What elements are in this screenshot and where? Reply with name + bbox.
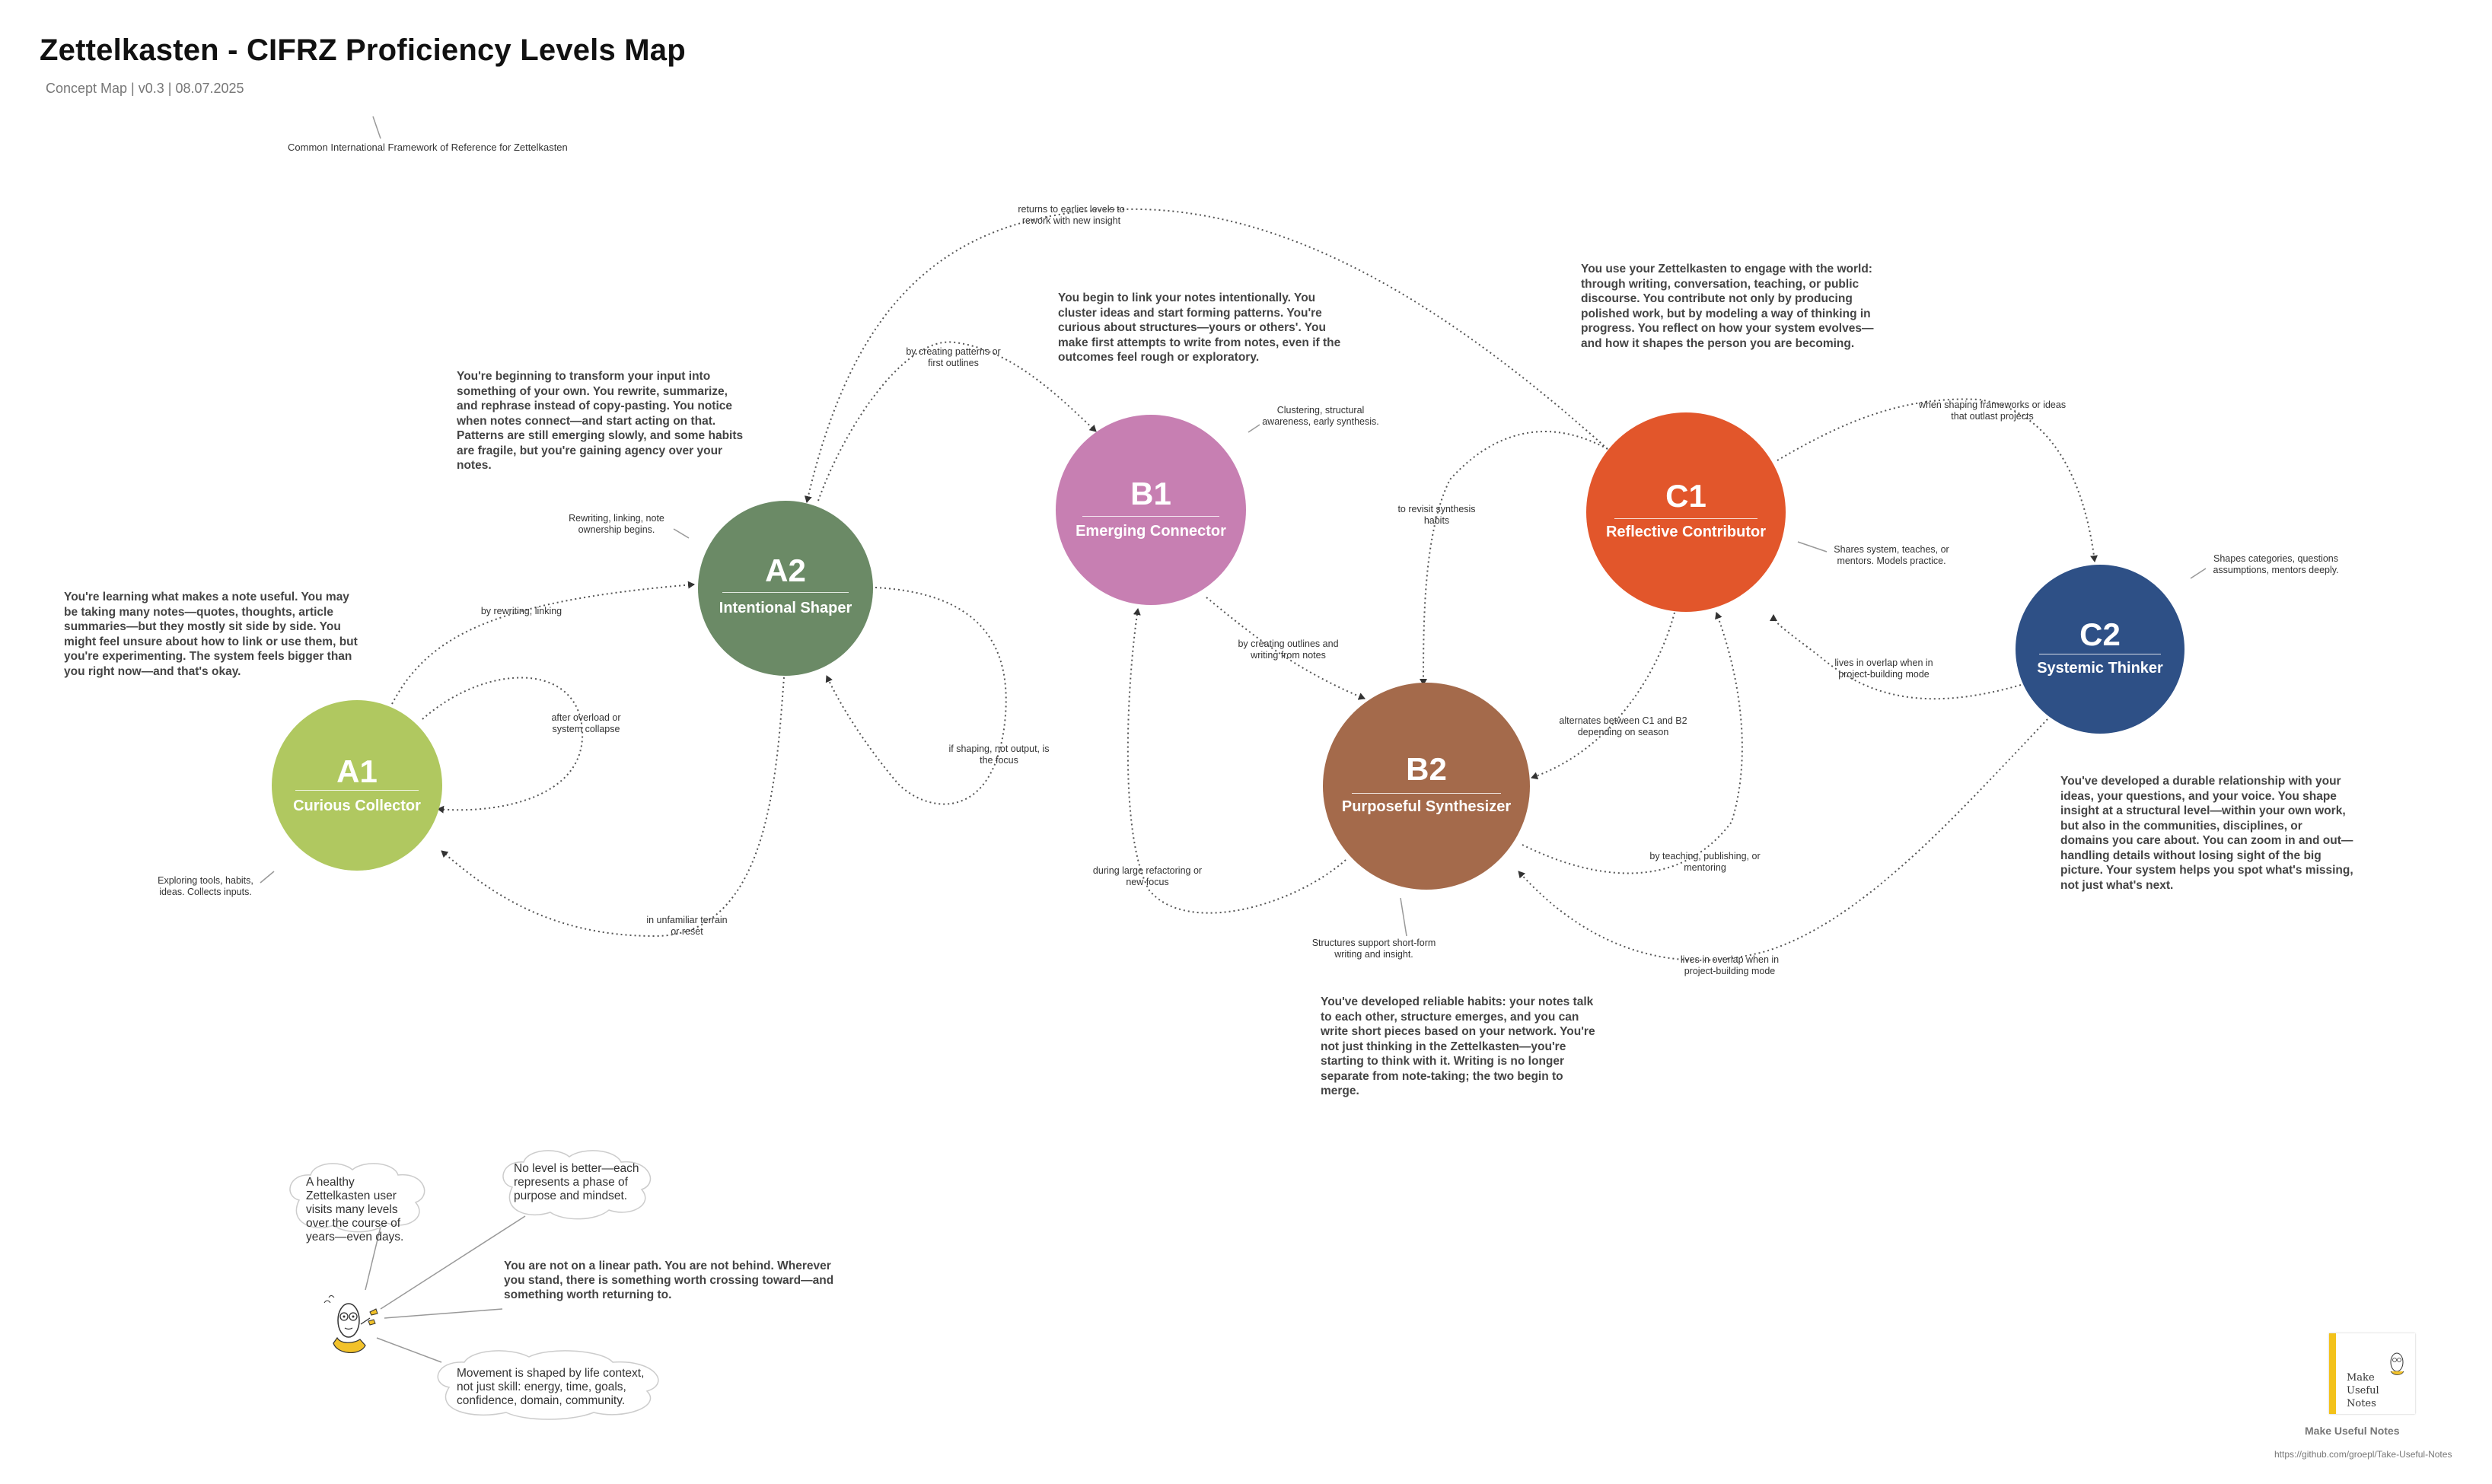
pointer-cloud3 [376,1337,442,1363]
edge-label-b2-c1: by teaching, publishing, or mentoring [1649,851,1761,873]
node-name: Purposeful Synthesizer [1341,798,1512,815]
node-c1[interactable]: C1 Reflective Contributor [1586,412,1786,612]
edge-label-c1-b2: to revisit synthesis habits [1397,504,1476,526]
cloud-note-2: No level is better—each represents a pha… [514,1162,639,1202]
pointer-a2-note [673,528,690,539]
node-code: B1 [1130,476,1171,511]
cloud-shape-3 [437,1350,659,1420]
cloud-note-3: Movement is shaped by life context, not … [457,1367,645,1407]
edge-b2-b1 [1126,608,1346,914]
pointer-abbr [372,116,381,139]
note-a2: Rewriting, linking, note ownership begin… [569,513,664,535]
character-illustration [323,1295,378,1353]
page-subtitle: Concept Map | v0.3 | 08.07.2025 [46,81,244,96]
description-b2: You've developed reliable habits: your n… [1321,995,1595,1097]
edge-a1-self [422,677,584,814]
edge-label-c1-a2: returns to earlier levels to rework with… [1018,204,1125,226]
note-a1: Exploring tools, habits, ideas. Collects… [158,875,253,897]
edge-label-b2-c1-alt: alternates between C1 and B2 depending o… [1559,715,1687,737]
edge-a1-a2 [391,581,695,705]
description-b1: You begin to link your notes intentional… [1058,291,1341,364]
node-a1[interactable]: A1 Curious Collector [272,700,442,871]
edge-label-c2-c1: lives in overlap when in project-buildin… [1834,658,1933,680]
pointer-msg [384,1308,503,1319]
node-name: Curious Collector [293,798,421,814]
edge-label-a2-a1: in unfamiliar terrain or reset [646,915,728,937]
edge-b2-c1 [1522,612,1743,874]
node-code: C2 [2079,616,2121,652]
edge-label-a1-a2: by rewriting, linking [480,606,562,616]
node-divider [722,592,849,593]
cloud-shape-1 [289,1163,425,1233]
pointer-c1-note [1797,541,1828,553]
edge-label-a1-self: after overload or system collapse [551,712,621,734]
node-divider [1352,793,1501,794]
node-b2[interactable]: B2 Purposeful Synthesizer [1323,683,1530,890]
pointer-c2-note [2190,568,2207,579]
description-a1: You're learning what makes a note useful… [64,591,358,678]
description-c2: You've developed a durable relationship … [2060,775,2353,892]
node-name: Systemic Thinker [2037,660,2163,677]
node-b1[interactable]: B1 Emerging Connector [1056,415,1246,605]
note-b2: Structures support short-form writing an… [1311,938,1436,960]
note-b1: Clustering, structural awareness, early … [1262,405,1379,427]
edge-a2-self [825,587,1007,805]
edge-c2-c1 [1770,614,2022,700]
edge-label-a2-self: if shaping, not output, is the focus [948,744,1050,766]
edge-label-a2-b1: by creating patterns or first outlines [906,346,1001,368]
book-cover: Make Useful Notes [2329,1333,2415,1414]
edge-label-c2-b2: lives in overlap when in project-buildin… [1680,954,1780,976]
node-code: A2 [765,553,806,588]
note-c2: Shapes categories, questions assumptions… [2213,553,2339,575]
node-divider [1614,518,1758,519]
edge-c1-a2 [804,208,1608,503]
pointer-cloud1 [365,1226,381,1291]
edge-a2-b1 [817,341,1097,502]
node-name: Emerging Connector [1076,523,1226,540]
node-name: Reflective Contributor [1605,524,1767,540]
book-title: Make Useful Notes [2347,1372,2379,1409]
pointer-b2-note [1400,897,1407,937]
node-name: Intentional Shaper [719,600,852,616]
pointer-a1-note [260,871,275,884]
node-code: A1 [336,753,378,789]
center-message: You are not on a linear path. You are no… [504,1259,834,1301]
node-a2[interactable]: A2 Intentional Shaper [698,501,873,676]
edge-b1-b2 [1206,597,1366,700]
cloud-shape-2 [502,1150,652,1220]
pointer-b1-note [1248,424,1260,433]
node-divider [1082,516,1219,517]
cloud-note-1: A healthy Zettelkasten user visits many … [306,1176,404,1244]
edge-label-c1-c2: when shaping frameworks or ideas that ou… [1918,400,2067,422]
repo-url[interactable]: https://github.com/groepl/Take-Useful-No… [2274,1449,2452,1460]
pointer-cloud2 [380,1215,526,1310]
node-c2[interactable]: C2 Systemic Thinker [2016,565,2184,734]
description-c1: You use your Zettelkasten to engage with… [1581,263,1874,350]
edge-c1-b2 [1420,431,1608,686]
note-c1: Shares system, teaches, or mentors. Mode… [1834,544,1949,566]
abbreviation-note: Common International Framework of Refere… [288,142,568,153]
edge-label-b2-b1: during large refactoring or new focus [1092,865,1203,887]
edge-a2-a1 [441,677,785,938]
brand-label: Make Useful Notes [2305,1425,2400,1437]
node-divider [295,790,419,791]
edge-c2-b2 [1518,718,2048,961]
edge-c1-b2-alt [1531,612,1675,780]
edge-c1-c2 [1777,398,2098,562]
book-character-icon [2390,1352,2404,1375]
page-title: Zettelkasten - CIFRZ Proficiency Levels … [40,33,686,67]
node-code: C1 [1665,478,1706,514]
description-a2: You're beginning to transform your input… [457,370,744,472]
node-code: B2 [1406,751,1447,787]
edge-label-b1-b2: by creating outlines and writing from no… [1238,639,1339,661]
